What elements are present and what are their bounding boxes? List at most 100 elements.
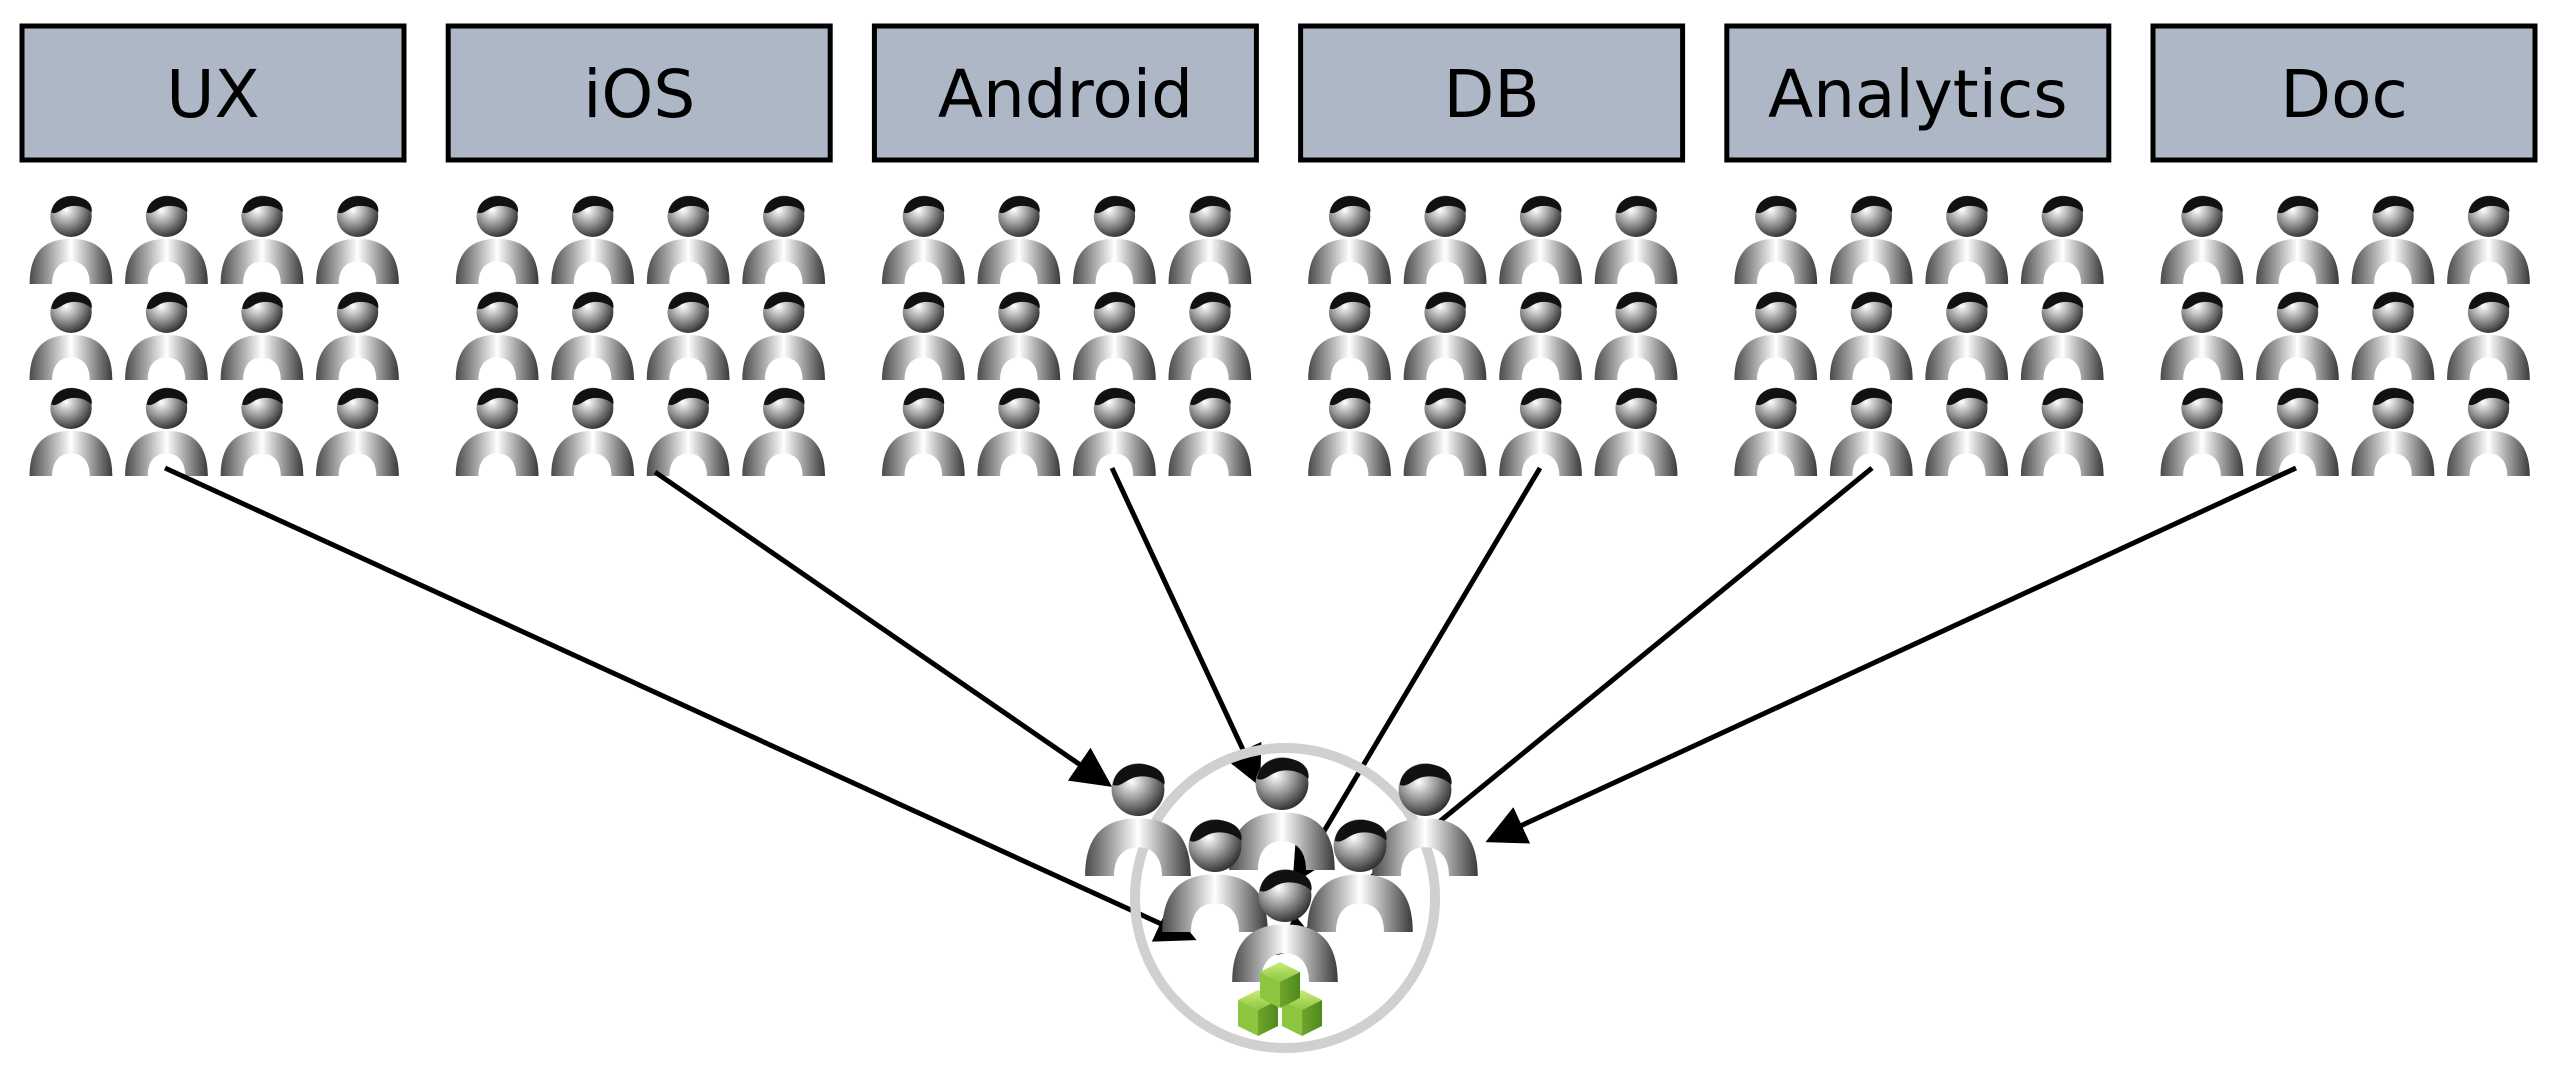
person-icon bbox=[1073, 291, 1156, 380]
person-icon bbox=[646, 195, 730, 284]
person-icon bbox=[2256, 195, 2339, 284]
team-header-box bbox=[2150, 23, 2538, 163]
person-icon bbox=[1308, 291, 1391, 380]
person-icon bbox=[1073, 387, 1156, 476]
person-icon bbox=[882, 195, 965, 284]
team-column: Doc bbox=[2150, 23, 2538, 476]
person-icon bbox=[2160, 291, 2244, 380]
person-icon bbox=[2160, 387, 2244, 476]
person-icon bbox=[2020, 291, 2104, 380]
person-icon bbox=[882, 291, 965, 380]
person-icon bbox=[2447, 291, 2530, 380]
person-icon bbox=[455, 291, 539, 380]
person-icon bbox=[882, 387, 965, 476]
person-icon bbox=[1073, 195, 1156, 284]
team-members bbox=[882, 195, 1252, 476]
person-icon bbox=[977, 291, 1061, 380]
person-icon bbox=[1403, 291, 1487, 380]
person-icon bbox=[1925, 195, 2009, 284]
person-icon bbox=[977, 195, 1061, 284]
person-icon bbox=[29, 387, 113, 476]
person-icon bbox=[1229, 757, 1335, 870]
person-icon bbox=[1308, 195, 1391, 284]
team-label: Android bbox=[938, 56, 1193, 133]
person-icon bbox=[1829, 291, 1913, 380]
team-header-box bbox=[19, 23, 407, 163]
person-icon bbox=[742, 195, 826, 284]
team-members bbox=[455, 195, 826, 476]
person-icon bbox=[1925, 387, 2009, 476]
person-icon bbox=[455, 387, 539, 476]
team-label: Analytics bbox=[1768, 56, 2068, 133]
person-icon bbox=[220, 291, 304, 380]
person-icon bbox=[1308, 387, 1391, 476]
person-icon bbox=[1925, 291, 2009, 380]
person-icon bbox=[1734, 195, 1818, 284]
team-label: DB bbox=[1444, 56, 1540, 133]
person-icon bbox=[1403, 387, 1487, 476]
person-icon bbox=[1734, 387, 1818, 476]
team-column: Android bbox=[871, 23, 1259, 476]
person-icon bbox=[2256, 387, 2339, 476]
person-icon bbox=[2256, 291, 2339, 380]
person-icon bbox=[1168, 291, 1252, 380]
person-icon bbox=[2351, 387, 2435, 476]
person-icon bbox=[316, 387, 399, 476]
team-header-box bbox=[1724, 23, 2112, 163]
person-icon bbox=[1403, 195, 1487, 284]
person-icon bbox=[551, 195, 635, 284]
person-icon bbox=[2160, 195, 2244, 284]
person-icon bbox=[646, 291, 730, 380]
connection-arrows bbox=[163, 465, 2298, 956]
person-icon bbox=[1499, 291, 1582, 380]
person-icon bbox=[1594, 387, 1678, 476]
person-icon bbox=[1734, 291, 1818, 380]
team-column: Analytics bbox=[1724, 23, 2112, 476]
team-header-box bbox=[871, 23, 1259, 163]
person-icon bbox=[1829, 195, 1913, 284]
team-column: iOS bbox=[445, 23, 833, 476]
person-icon bbox=[2020, 195, 2104, 284]
person-icon bbox=[2020, 387, 2104, 476]
cross-team-ring bbox=[1130, 743, 1440, 1053]
person-icon bbox=[2351, 195, 2435, 284]
team-members bbox=[2160, 195, 2530, 476]
person-icon bbox=[1829, 387, 1913, 476]
person-icon bbox=[646, 387, 730, 476]
person-icon bbox=[125, 291, 208, 380]
team-columns: UX iOS Android DB Analytics Doc bbox=[19, 23, 2538, 476]
team-members bbox=[1734, 195, 2104, 476]
arrow bbox=[1292, 466, 1543, 885]
person-icon bbox=[1594, 291, 1678, 380]
cubes-icon bbox=[1238, 962, 1322, 1036]
person-icon bbox=[977, 387, 1061, 476]
team-members bbox=[29, 195, 399, 476]
person-icon bbox=[1594, 195, 1678, 284]
team-label: UX bbox=[166, 56, 260, 133]
arrow bbox=[1109, 466, 1262, 787]
arrow bbox=[163, 465, 1197, 942]
arrow bbox=[1485, 465, 2298, 844]
team-header-box bbox=[445, 23, 833, 163]
team-column: UX bbox=[19, 23, 407, 476]
cross-functional-team bbox=[1085, 743, 1478, 1053]
person-icon bbox=[1499, 195, 1582, 284]
person-icon bbox=[220, 195, 304, 284]
person-icon bbox=[125, 387, 208, 476]
person-icon bbox=[551, 291, 635, 380]
person-icon bbox=[2447, 387, 2530, 476]
team-header-box bbox=[1298, 23, 1686, 163]
person-icon bbox=[455, 195, 539, 284]
person-icon bbox=[220, 387, 304, 476]
person-icon bbox=[2447, 195, 2530, 284]
person-icon bbox=[29, 195, 113, 284]
person-icon bbox=[29, 291, 113, 380]
team-members bbox=[1308, 195, 1678, 476]
person-icon bbox=[316, 195, 399, 284]
person-icon bbox=[2351, 291, 2435, 380]
team-label: Doc bbox=[2280, 56, 2408, 133]
team-label: iOS bbox=[583, 56, 695, 133]
person-icon bbox=[742, 291, 826, 380]
person-icon bbox=[316, 291, 399, 380]
